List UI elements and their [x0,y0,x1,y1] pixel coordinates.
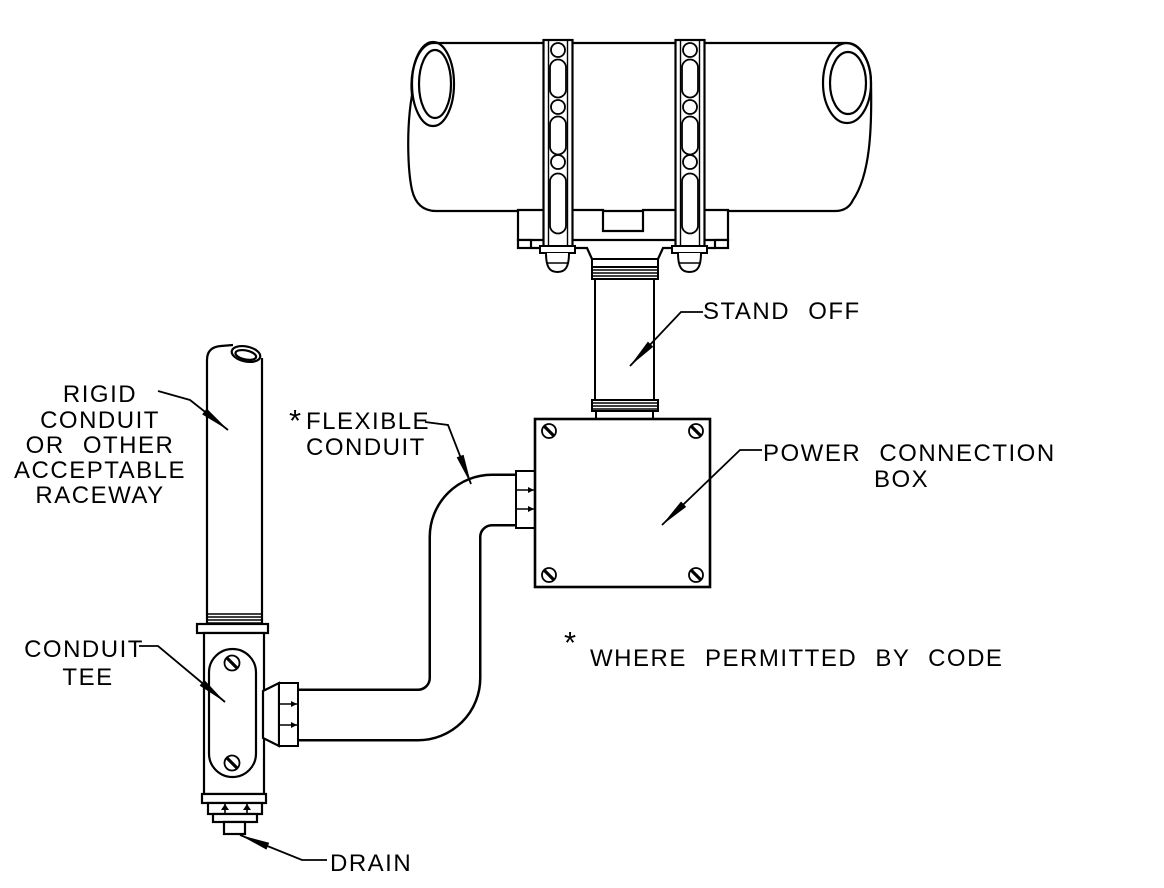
bracket-step-right [713,238,730,250]
leader-stand-off [629,311,703,367]
tee-top-collar [195,622,270,635]
standoff-tube [594,278,655,401]
standoff-collar [591,258,659,268]
process-pipe [407,40,873,213]
pipe-left-rim-outer [410,40,456,128]
label-line: OR OTHER [26,432,175,459]
label-line: RIGID [63,381,137,408]
label-line: TEE [62,664,113,691]
saddle-profile [531,246,715,260]
label-power-connection-box: POWER CONNECTION BOX [763,440,1056,493]
code-note: * WHERE PERMITTED BY CODE [564,625,1003,672]
drain-nut-ticks [221,804,251,810]
flexible-conduit-outline [298,473,521,742]
label-drain: DRAIN [330,850,412,877]
label-line: FLEXIBLE [306,408,430,435]
rigid-conduit-tube [205,343,264,624]
flexible-conduit-fill [298,476,521,739]
label-line: RACEWAY [35,482,164,509]
leader-lines [139,311,762,861]
pipe-right-rim-outer [821,41,873,125]
rigid-conduit [205,343,264,624]
flexible-conduit [298,473,521,742]
bracket-step-left [516,238,533,250]
labels: RIGID CONDUIT OR OTHER ACCEPTABLE RACEWA… [14,298,1056,877]
tee-hub-ticks [291,701,297,728]
pipe-body [407,41,873,213]
box-left-hub [515,470,536,529]
standoff-thread-top-lines [593,269,657,277]
rigid-conduit-threads [208,613,261,624]
leader-power-box [661,449,762,526]
standoff-thread-bottom-lines [593,402,657,410]
screw-slots [543,425,702,581]
label-flexible-conduit: * FLEXIBLE CONDUIT [289,403,430,461]
leader-flexible-conduit [424,421,472,485]
conduit-tee [195,622,299,836]
stand-off-pipe [591,258,659,420]
tee-right-hub [261,681,281,748]
mounting-strap-right [674,38,706,250]
bolt-flange-right [671,245,708,254]
tee-cover-screws [223,654,241,772]
label-line: CONDUIT [40,407,160,434]
drain-stub [222,820,247,836]
box-corner-screws [541,423,704,583]
mounting-straps [539,38,708,274]
label-stand-off: STAND OFF [703,298,861,325]
box-left-hub-ticks [528,487,534,512]
strap-bolts [539,245,708,274]
footnote-asterisk: * [564,625,576,660]
mounting-strap-left [542,38,574,250]
drain-collar [200,792,268,805]
code-note-text: WHERE PERMITTED BY CODE [590,645,1003,672]
drain-reducer [211,812,259,824]
label-line: CONDUIT [24,636,144,663]
drain-nut [206,801,264,816]
label-conduit-tee: CONDUIT TEE [24,636,144,691]
rigid-conduit-rim-outer [230,344,262,364]
pipe-right-rim-inner [828,50,868,116]
bolt-flange-left [539,245,576,254]
leader-drain [239,834,327,861]
label-line: BOX [874,466,929,493]
footnote-asterisk: * [289,403,301,438]
leader-rigid-conduit [157,390,229,431]
tee-hub-fitting [278,682,299,747]
power-connection-box [515,417,712,589]
screw-slots [225,656,239,770]
label-line: ACCEPTABLE [14,457,186,484]
pipe-left-rim-inner [417,48,453,120]
rigid-conduit-rim-inner [234,348,258,361]
label-line: CONDUIT [306,434,426,461]
label-rigid-conduit: RIGID CONDUIT OR OTHER ACCEPTABLE RACEWA… [14,381,186,509]
leader-conduit-tee [139,645,226,703]
label-line: POWER CONNECTION [763,440,1056,467]
